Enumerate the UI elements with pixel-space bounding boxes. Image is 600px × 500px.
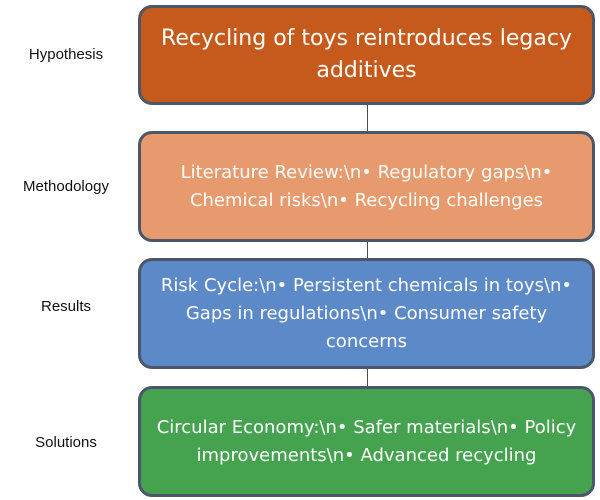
hypothesis-label: Hypothesis — [28, 46, 104, 63]
methodology-label: Methodology — [23, 178, 109, 195]
vertical-connector-line — [367, 105, 368, 396]
results-text: Risk Cycle:\n• Persistent chemicals in t… — [160, 274, 573, 352]
solutions-text: Circular Economy:\n• Safer materials\n• … — [156, 416, 577, 466]
solutions-label: Solutions — [35, 434, 97, 451]
solutions-box: Circular Economy:\n• Safer materials\n• … — [138, 386, 595, 497]
hypothesis-text: Recycling of toys reintroduces legacy ad… — [161, 26, 572, 83]
results-label: Results — [40, 298, 92, 315]
results-box: Risk Cycle:\n• Persistent chemicals in t… — [138, 258, 595, 369]
methodology-text: Literature Review:\n• Regulatory gaps\n•… — [180, 161, 553, 211]
methodology-box: Literature Review:\n• Regulatory gaps\n•… — [138, 131, 595, 242]
hypothesis-box: Recycling of toys reintroduces legacy ad… — [138, 5, 595, 105]
